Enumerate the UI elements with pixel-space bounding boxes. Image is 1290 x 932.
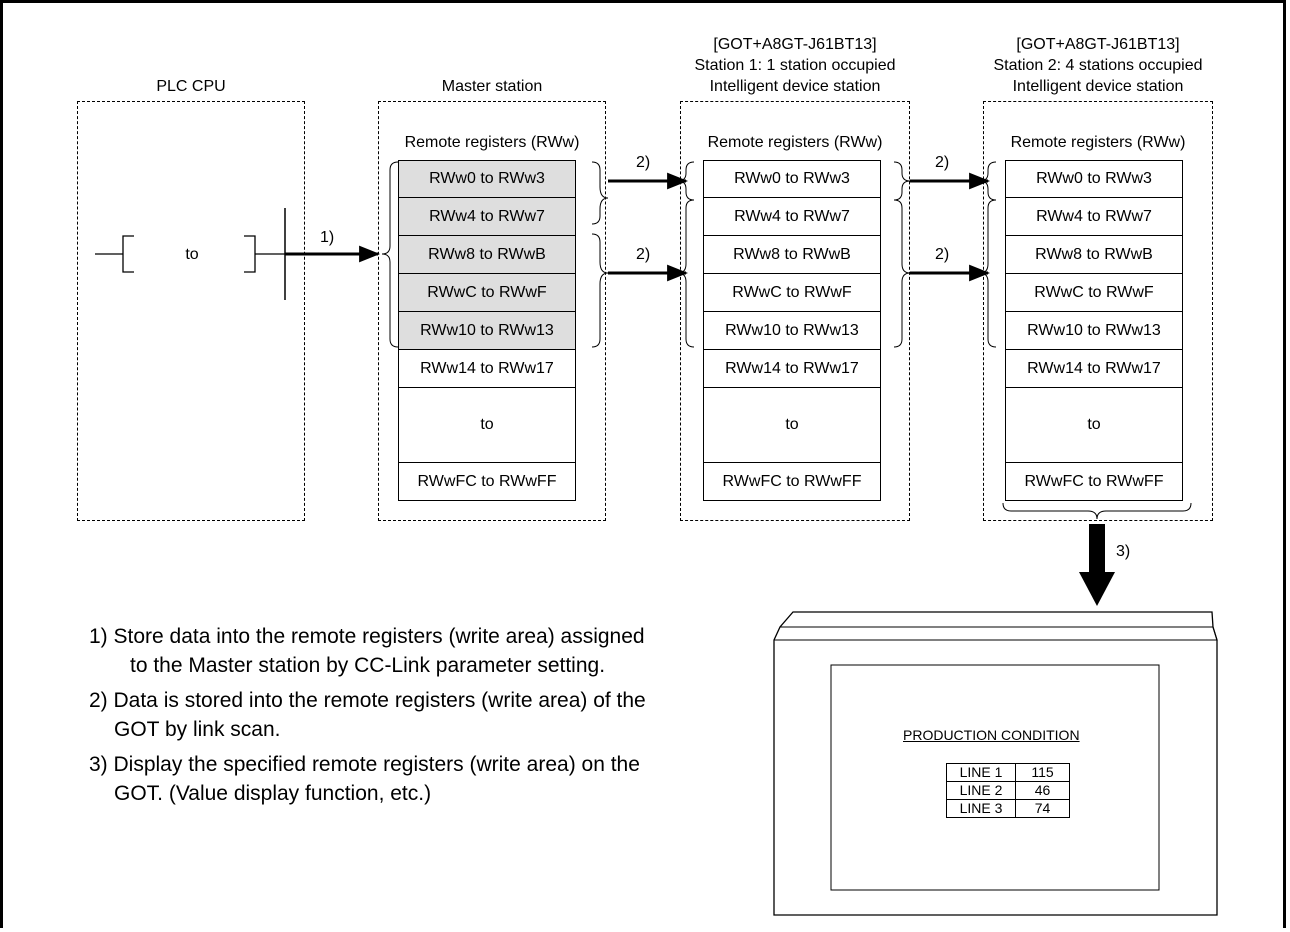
register-cell: to — [1005, 387, 1183, 463]
note-1: 1) Store data into the remote registers … — [89, 625, 645, 648]
register-cell: RWw4 to RWw7 — [703, 197, 881, 236]
master-station-title: Master station — [441, 78, 543, 95]
station1-title-line1: [GOT+A8GT-J61BT13] — [713, 36, 877, 53]
master-brace-lower-right — [591, 233, 609, 348]
station1-brace-left-upper — [677, 161, 695, 201]
station2-brace-left-upper — [979, 161, 997, 201]
register-cell: to — [398, 387, 576, 463]
table-row: LINE 3 74 — [946, 799, 1070, 818]
instruction-left-bracket — [122, 235, 134, 273]
station2-title-line1: [GOT+A8GT-J61BT13] — [1016, 36, 1180, 53]
register-cell: RWw4 to RWw7 — [1005, 197, 1183, 236]
station2-brace-bottom — [1002, 502, 1192, 520]
register-cell: RWw14 to RWw17 — [703, 349, 881, 388]
value-cell: 115 — [1015, 763, 1070, 782]
register-cell: RWw14 to RWw17 — [398, 349, 576, 388]
got-production-table: LINE 1 115 LINE 2 46 LINE 3 74 — [946, 763, 1070, 818]
table-row: LINE 1 115 — [946, 763, 1070, 782]
line-cell: LINE 3 — [946, 799, 1016, 818]
register-cell: RWwFC to RWwFF — [1005, 462, 1183, 501]
station2-registers-header: Remote registers (RWw) — [1010, 134, 1186, 151]
station1-box — [680, 101, 910, 521]
register-cell: RWw10 to RWw13 — [398, 311, 576, 350]
got-bezel — [774, 626, 1218, 641]
line-cell: LINE 2 — [946, 781, 1016, 800]
got-outline — [773, 611, 1218, 916]
station1-brace-left-lower — [677, 199, 695, 348]
step3-label: 3) — [1116, 543, 1131, 560]
plc-instruction-label: to — [185, 246, 199, 263]
station2-brace-left-lower — [979, 199, 997, 348]
register-cell: RWw0 to RWw3 — [398, 160, 576, 198]
plc-cpu-title: PLC CPU — [156, 78, 226, 95]
got-screen-title: PRODUCTION CONDITION — [903, 727, 1080, 743]
got-screen — [830, 664, 1160, 891]
station2-title-line2: Station 2: 4 stations occupied — [993, 57, 1203, 74]
note-2: 2) Data is stored into the remote regist… — [89, 689, 646, 712]
step3-arrow-shaft — [1089, 524, 1105, 572]
step1-label: 1) — [320, 229, 335, 246]
station1-registers-header: Remote registers (RWw) — [707, 134, 883, 151]
station2-title-line3: Intelligent device station — [1012, 78, 1184, 95]
master-brace-left — [381, 161, 399, 348]
station1-title-line2: Station 1: 1 station occupied — [694, 57, 896, 74]
value-cell: 46 — [1015, 781, 1070, 800]
plc-cpu-box — [77, 101, 305, 521]
station2-box — [983, 101, 1213, 521]
step2-label-c: 2) — [935, 154, 950, 171]
instruction-right-bracket — [244, 235, 256, 273]
note-1-cont: to the Master station by CC-Link paramet… — [130, 654, 606, 677]
master-registers-header: Remote registers (RWw) — [404, 134, 580, 151]
register-cell: RWwC to RWwF — [1005, 273, 1183, 312]
register-cell: RWw14 to RWw17 — [1005, 349, 1183, 388]
note-3-cont: GOT. (Value display function, etc.) — [114, 782, 432, 805]
step2-label-b: 2) — [636, 246, 651, 263]
station1-brace-right-lower — [893, 199, 911, 348]
line-cell: LINE 1 — [946, 763, 1016, 782]
register-cell: to — [703, 387, 881, 463]
note-3: 3) Display the specified remote register… — [89, 753, 640, 776]
register-cell: RWw0 to RWw3 — [1005, 160, 1183, 198]
station1-brace-right-upper — [893, 161, 911, 201]
register-cell: RWwC to RWwF — [398, 273, 576, 312]
register-cell: RWw10 to RWw13 — [703, 311, 881, 350]
register-cell: RWw8 to RWwB — [703, 235, 881, 274]
register-cell: RWwFC to RWwFF — [398, 462, 576, 501]
station1-title-line3: Intelligent device station — [709, 78, 881, 95]
master-station-box — [378, 101, 606, 521]
note-2-cont: GOT by link scan. — [114, 718, 281, 741]
register-cell: RWw8 to RWwB — [1005, 235, 1183, 274]
table-row: LINE 2 46 — [946, 781, 1070, 800]
value-cell: 74 — [1015, 799, 1070, 818]
register-cell: RWw10 to RWw13 — [1005, 311, 1183, 350]
step3-arrow-head — [1079, 572, 1115, 606]
register-cell: RWwFC to RWwFF — [703, 462, 881, 501]
step2-label-a: 2) — [636, 154, 651, 171]
master-brace-upper-right — [591, 161, 609, 225]
step2-label-d: 2) — [935, 246, 950, 263]
